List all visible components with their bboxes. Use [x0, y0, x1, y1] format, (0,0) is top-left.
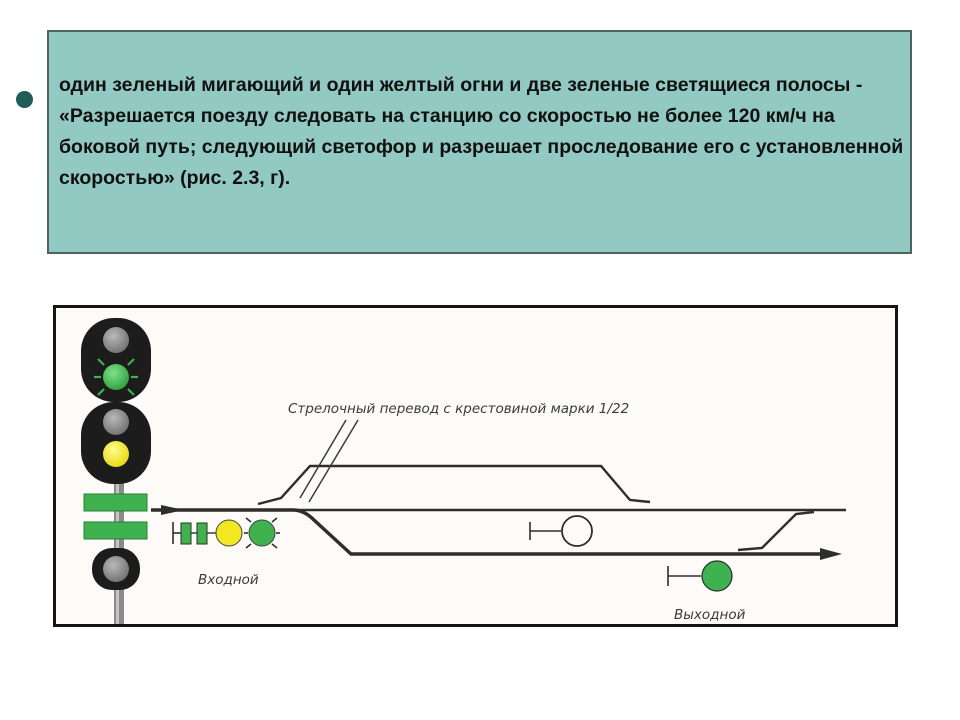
mini-yellow-light — [215, 519, 243, 547]
light-yellow — [103, 441, 129, 467]
exit-green-light — [701, 560, 733, 592]
exit-signal-schematic — [667, 560, 733, 592]
tracks — [151, 464, 846, 556]
exit-arrow-icon — [820, 548, 842, 560]
diagram-frame: Стрелочный перевод с крестовиной марки 1… — [53, 305, 898, 627]
entry-signal-schematic — [172, 517, 280, 549]
flashing-rays-icon — [94, 358, 138, 396]
mini-flashing-rays-icon — [244, 517, 280, 549]
exit-signal-label: Выходной — [674, 607, 746, 623]
right-connector — [737, 510, 815, 552]
light-off-1 — [103, 327, 129, 353]
signal-head-upper — [81, 318, 151, 402]
entry-arrow-icon — [161, 505, 184, 515]
green-stripe-2 — [83, 521, 148, 540]
description-box: один зеленый мигающий и один желтый огни… — [47, 30, 912, 254]
mini-stripe-2 — [196, 522, 208, 545]
upper-siding — [257, 464, 651, 506]
mini-green-light — [248, 519, 276, 547]
entry-signal-label: Входной — [198, 572, 259, 588]
description-text: один зеленый мигающий и один желтый огни… — [59, 74, 904, 189]
bullet-marker — [16, 91, 33, 108]
middle-signal-schematic — [529, 515, 593, 547]
signal-head-lower — [81, 402, 151, 484]
signal-head-bottom — [92, 548, 140, 590]
light-green-flashing — [103, 364, 129, 390]
light-off-2 — [103, 409, 129, 435]
turnout-leader-lines — [299, 419, 359, 503]
mini-stripe-1 — [180, 522, 192, 545]
signal-scheme: Стрелочный перевод с крестовиной марки 1… — [81, 318, 846, 624]
green-stripe-1 — [83, 493, 148, 512]
turnout-label: Стрелочный перевод с крестовиной марки 1… — [288, 401, 629, 417]
